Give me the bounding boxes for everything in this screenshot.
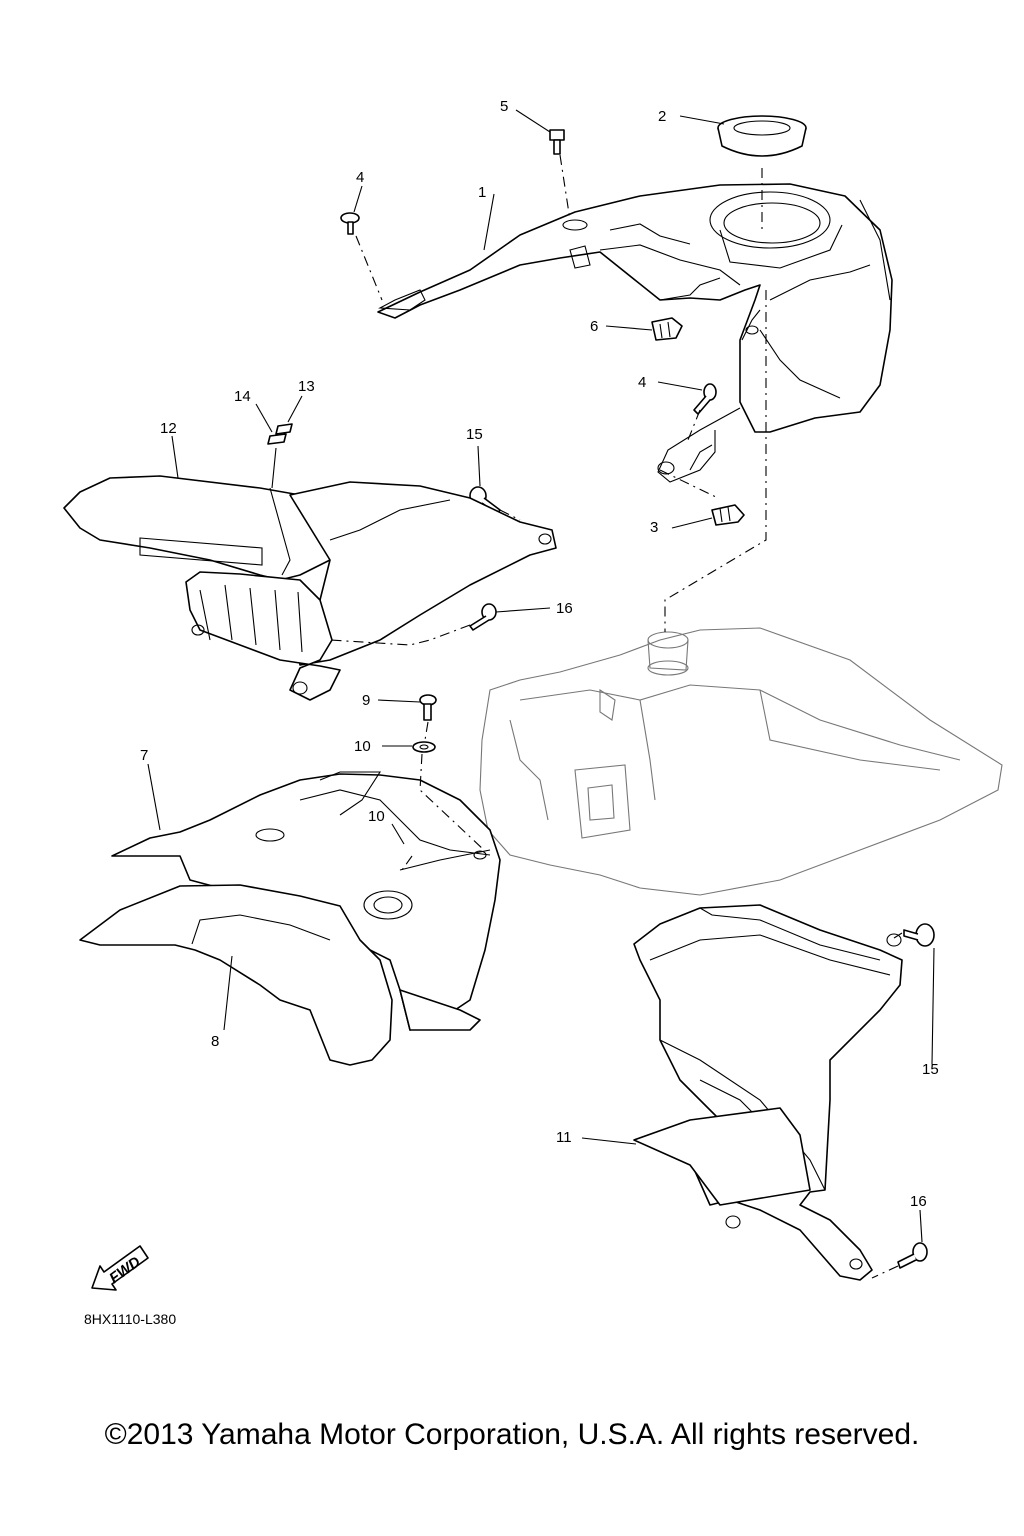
part-2-grommet	[717, 115, 807, 157]
callout-10-lower: 10	[368, 808, 385, 825]
callout-3: 3	[650, 519, 658, 536]
part-12-side-cover	[63, 475, 557, 701]
alignment-lines	[329, 154, 903, 1279]
callout-13: 13	[298, 378, 315, 395]
diagram-code: 8HX1110-L380	[84, 1311, 177, 1327]
leader-lines	[147, 109, 935, 1243]
callout-14: 14	[234, 388, 251, 405]
callout-6: 6	[590, 318, 598, 335]
part-4-screw-upper	[340, 212, 360, 235]
part-16-bolt-upper	[469, 603, 497, 631]
callout-12: 12	[160, 420, 177, 437]
callout-10-upper: 10	[354, 738, 371, 755]
part-8-lower-panel	[79, 884, 481, 1066]
part-14-label	[267, 433, 287, 445]
copyright-notice: ©2013 Yamaha Motor Corporation, U.S.A. A…	[104, 1418, 920, 1451]
callout-5: 5	[500, 98, 508, 115]
fuel-tank-outline	[479, 627, 1003, 896]
callout-2: 2	[658, 108, 666, 125]
callout-15-lower: 15	[922, 1061, 939, 1078]
callout-7: 7	[140, 747, 148, 764]
callout-11: 11	[556, 1129, 572, 1146]
callout-9: 9	[362, 692, 370, 709]
part-10-washer-upper	[412, 741, 436, 753]
part-11-side-cover	[633, 904, 903, 1281]
part-1-top-cover	[377, 183, 893, 483]
part-16-bolt-lower	[897, 1242, 928, 1269]
callout-labels: 1 2 3 4 4 5 6 7 8 9 10 10 11 12 13 14 15…	[140, 98, 939, 1210]
part-13-label	[275, 423, 293, 435]
callout-4-lower: 4	[638, 374, 646, 391]
part-5-bolt	[549, 129, 565, 155]
callout-4-upper: 4	[356, 169, 364, 186]
callout-8: 8	[211, 1033, 219, 1050]
part-3-clip	[711, 504, 745, 526]
part-9-bolt	[419, 694, 437, 721]
part-4-screw-lower	[693, 383, 717, 415]
part-15-bolt-lower	[903, 923, 935, 947]
callout-1: 1	[478, 184, 486, 201]
callout-15-upper: 15	[466, 426, 483, 443]
callout-16-lower: 16	[910, 1193, 927, 1210]
part-6-clip	[651, 317, 683, 341]
callout-16-upper: 16	[556, 600, 573, 617]
fwd-arrow-icon: FWD	[91, 1245, 149, 1291]
